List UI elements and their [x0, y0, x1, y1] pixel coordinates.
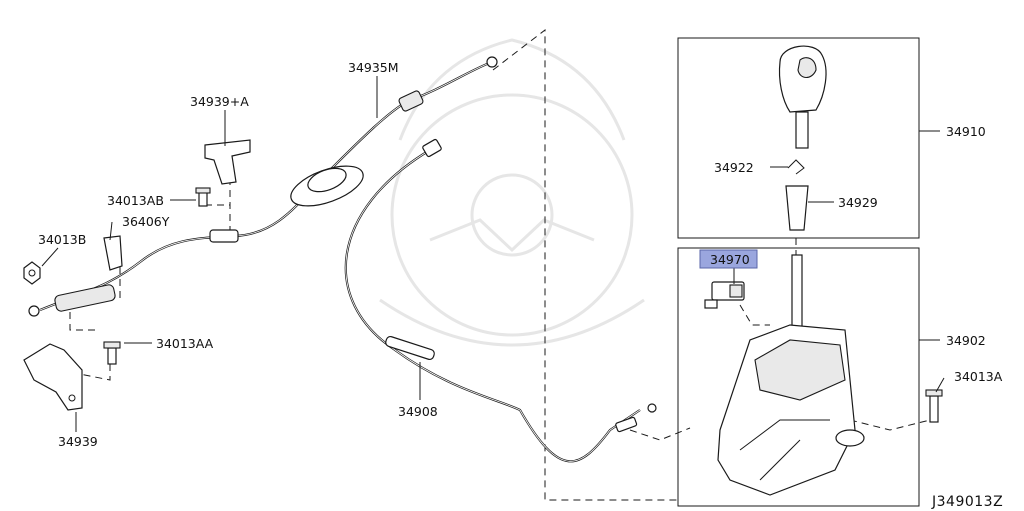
part-label-34013AB[interactable]: 34013AB [107, 193, 164, 208]
part-label-34939[interactable]: 34939 [58, 434, 98, 449]
watermark-emblem [379, 38, 645, 347]
control-cable-34908 [344, 138, 657, 463]
bolt-34013AB [195, 187, 211, 207]
shift-lever-box [677, 247, 920, 507]
part-label-34935M[interactable]: 34935M [348, 60, 399, 75]
part-label-34910[interactable]: 34910 [946, 124, 986, 139]
part-label-34013A[interactable]: 34013A [954, 369, 1003, 384]
clip-36406Y [103, 235, 123, 271]
nut-34013B [23, 261, 41, 285]
bracket-34939A [204, 139, 251, 185]
shift-knob-34910 [778, 45, 827, 231]
part-label-34013AA[interactable]: 34013AA [156, 336, 214, 351]
part-label-34939A[interactable]: 34939+A [190, 94, 249, 109]
shifter-assembly-34902 [717, 254, 865, 496]
part-label-34902[interactable]: 34902 [946, 333, 986, 348]
part-label-34970[interactable]: 34970 [710, 252, 750, 267]
highlight-box-34970 [699, 249, 758, 269]
bolt-34013AA [103, 341, 121, 365]
bracket-34939 [23, 343, 83, 411]
shift-knob-box [677, 37, 920, 239]
control-cable-34935M [28, 56, 498, 317]
diagram-code: J349013Z [931, 494, 1003, 510]
switch-34970 [704, 281, 745, 309]
part-label-36406Y[interactable]: 36406Y [122, 214, 170, 229]
part-label-34929[interactable]: 34929 [838, 195, 878, 210]
part-label-34922[interactable]: 34922 [714, 160, 754, 175]
leader-lines [41, 76, 945, 432]
bolt-34013A [925, 389, 943, 423]
part-label-34013B[interactable]: 34013B [38, 232, 86, 247]
part-label-34908[interactable]: 34908 [398, 404, 438, 419]
